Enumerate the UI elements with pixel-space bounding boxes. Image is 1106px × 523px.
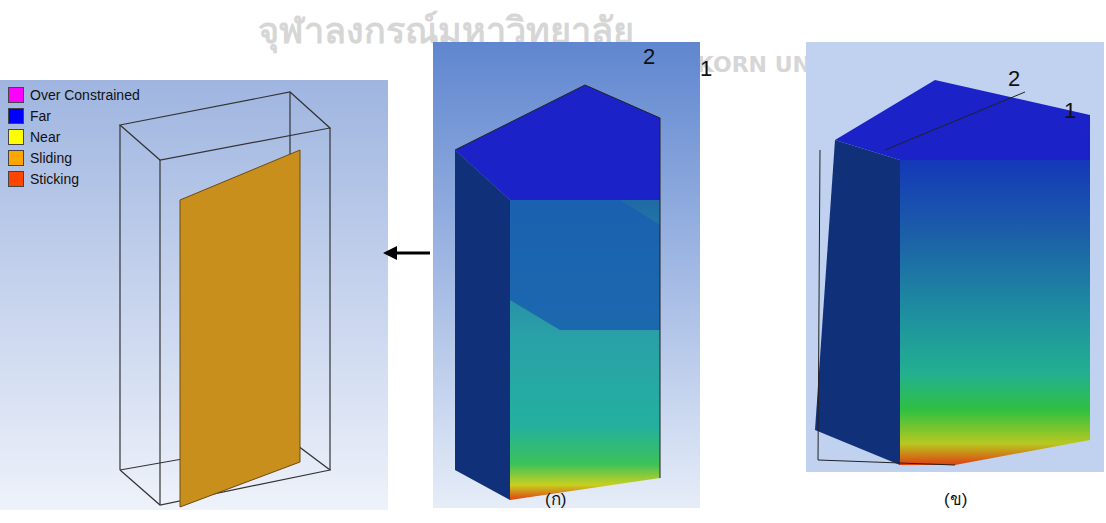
legend-row: Over Constrained — [8, 84, 140, 105]
legend-row: Sliding — [8, 147, 140, 168]
legend-row: Sticking — [8, 168, 140, 189]
legend-text: Sliding — [30, 150, 72, 166]
arrow-head — [383, 246, 397, 260]
legend-swatch — [8, 171, 24, 187]
panel-background — [0, 80, 388, 510]
panel-background — [433, 42, 700, 508]
legend-swatch — [8, 129, 24, 145]
legend-row: Far — [8, 105, 140, 126]
legend-row: Near — [8, 126, 140, 147]
callout-number: 2 — [643, 44, 655, 70]
legend-text: Sticking — [30, 171, 79, 187]
callout-number: 1 — [700, 56, 712, 82]
callout-number: 2 — [1008, 66, 1020, 92]
panel-background — [806, 42, 1104, 472]
legend-swatch — [8, 108, 24, 124]
figure-label: (ข) — [944, 485, 967, 512]
callout-number: 1 — [1064, 98, 1076, 124]
legend-text: Near — [30, 129, 60, 145]
contour-band — [510, 200, 660, 330]
outline — [885, 92, 1025, 150]
side-face — [815, 140, 900, 465]
legend-swatch — [8, 87, 24, 103]
outline — [818, 150, 955, 465]
legend: Over ConstrainedFarNearSlidingSticking — [8, 84, 140, 189]
legend-text: Over Constrained — [30, 87, 140, 103]
legend-swatch — [8, 150, 24, 166]
top-face — [835, 80, 1090, 160]
front-face — [900, 160, 1090, 465]
contact-plane — [180, 150, 300, 507]
legend-text: Far — [30, 108, 51, 124]
side-face — [455, 150, 510, 500]
outline — [455, 85, 660, 478]
figure-label: (ก) — [545, 485, 566, 512]
pointer-arrow — [395, 252, 430, 255]
front-face — [510, 200, 660, 500]
